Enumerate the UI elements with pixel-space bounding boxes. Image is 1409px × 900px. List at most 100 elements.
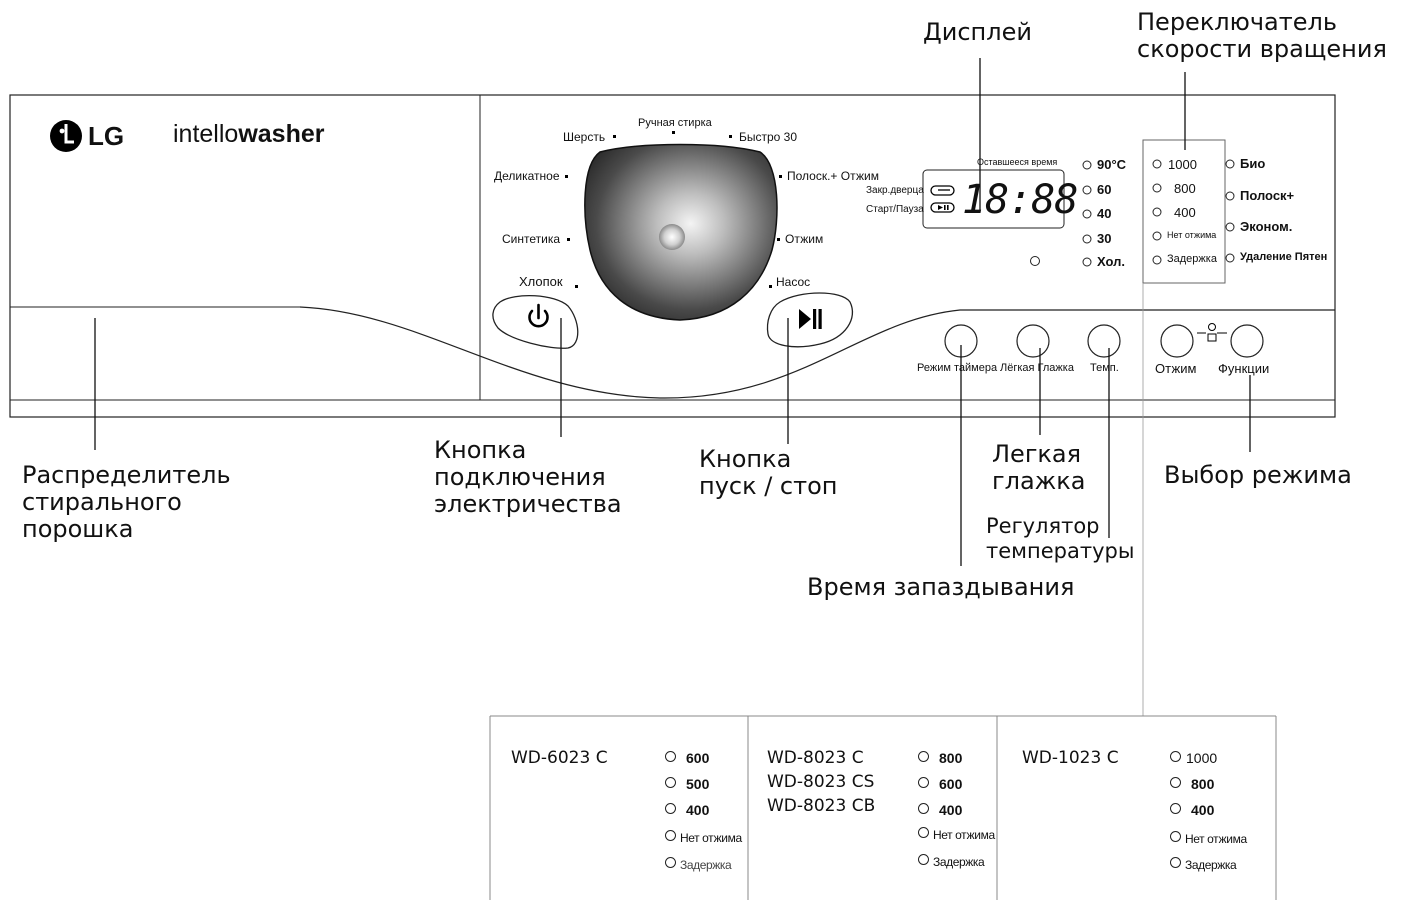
callout-start-stop: Кнопка пуск / стоп	[699, 446, 837, 500]
temp-40: 40	[1097, 206, 1112, 221]
easy-iron-button	[1016, 324, 1050, 358]
model-3-extra-1: Нет отжима	[1170, 831, 1247, 846]
program-cotton[interactable]: Хлопок	[519, 274, 563, 289]
program-quick30[interactable]: Быстро 30	[739, 130, 798, 144]
model-1-speed-1: 600	[665, 750, 709, 766]
knob-center	[659, 224, 685, 250]
model-2-speed-2: 600	[918, 776, 962, 792]
spin-speed-box	[1142, 139, 1226, 284]
callout-speed-switch-line1: Переключатель	[1137, 8, 1337, 36]
spin-1000: 1000	[1168, 157, 1197, 172]
spin-button-label[interactable]: Отжим	[1155, 361, 1197, 376]
power-icon	[528, 303, 549, 328]
model-2-name-1: WD-8023 C	[767, 748, 864, 768]
model-1-name: WD-6023 C	[511, 748, 608, 768]
spin-800: 800	[1174, 181, 1196, 196]
start-pause-small-icon	[930, 202, 955, 213]
logo-text: LG	[88, 121, 125, 151]
callout-power-line3: электричества	[434, 490, 622, 518]
program-delicate[interactable]: Деликатное	[494, 169, 560, 183]
functions-button	[1230, 324, 1264, 358]
program-synthetic[interactable]: Синтетика	[502, 232, 561, 246]
model-2-names: WD-8023 C WD-8023 CS WD-8023 CB	[767, 746, 875, 818]
easy-iron-button-label[interactable]: Лёгкая Глажка	[1000, 362, 1074, 374]
temp-30: 30	[1097, 231, 1112, 246]
model-1-names: WD-6023 C	[511, 746, 608, 770]
option-eco: Эконом.	[1240, 219, 1293, 234]
callout-powder-line2: стирального	[22, 488, 182, 516]
model-3-speed-2: 800	[1170, 776, 1214, 792]
model-2-extra-2: Задержка	[918, 854, 985, 869]
program-spin[interactable]: Отжим	[785, 232, 824, 246]
spin-no-spin: Нет отжима	[1167, 230, 1217, 240]
spin-button	[1160, 324, 1194, 358]
product-prefix: intello	[173, 120, 239, 148]
callout-powder-line1: Распределитель	[22, 461, 231, 489]
model-3-speed-1: 1000	[1170, 750, 1217, 766]
callout-temp-line2: температуры	[986, 539, 1135, 563]
callout-mode-select: Выбор режима	[1164, 461, 1352, 489]
program-hand-wash[interactable]: Ручная стирка	[638, 117, 712, 129]
temp-button-label[interactable]: Темп.	[1090, 362, 1119, 374]
door-lock-label: Закр.дверца	[866, 185, 924, 196]
model-2-name-2: WD-8023 CS	[767, 772, 875, 792]
spin-400: 400	[1174, 205, 1196, 220]
callout-delay-time: Время запаздывания	[807, 573, 1075, 601]
callout-easy-iron-line1: Легкая	[992, 440, 1082, 468]
child-lock-icon	[1197, 323, 1227, 342]
play-pause-icon	[799, 309, 822, 329]
functions-button-label[interactable]: Функции	[1218, 361, 1270, 376]
callout-temp-line1: Регулятор	[986, 514, 1100, 538]
product-suffix: washer	[238, 120, 325, 148]
power-button-shell	[492, 294, 579, 349]
display-box	[922, 169, 1065, 229]
lock-icon	[930, 185, 955, 196]
model-2-speed-1: 800	[918, 750, 962, 766]
start-pause-button-shell	[766, 292, 854, 348]
spin-delay: Задержка	[1167, 253, 1217, 265]
callout-temp-regulator: Регулятор температуры	[986, 514, 1134, 564]
option-bio: Био	[1240, 156, 1266, 171]
indicator-led	[1030, 256, 1040, 266]
callout-speed-switch-line2: скорости вращения	[1137, 35, 1387, 63]
product-name: intellowasher	[173, 120, 325, 149]
model-3-names: WD-1023 C	[1022, 746, 1119, 770]
model-3-speed-3: 400	[1170, 802, 1214, 818]
callout-power-button: Кнопка подключения электричества	[434, 437, 622, 518]
panel-outline	[9, 94, 1336, 418]
temp-90: 90°C	[1097, 157, 1127, 172]
temp-cold: Хол.	[1097, 254, 1125, 269]
panel-wave	[299, 306, 1335, 399]
callout-power-line1: Кнопка	[434, 436, 527, 464]
model-2-extra-1: Нет отжима	[918, 827, 995, 842]
option-stain-removal: Удаление Пятен	[1240, 251, 1328, 263]
program-wool[interactable]: Шерсть	[563, 130, 606, 144]
display-digits: 18:88	[962, 177, 1078, 223]
callout-start-stop-line1: Кнопка	[699, 445, 792, 473]
callout-power-line2: подключения	[434, 463, 606, 491]
model-1-speed-2: 500	[665, 776, 709, 792]
remaining-time-label: Оставшееся время	[977, 157, 1058, 167]
model-1-extra-2: Задержка	[665, 857, 732, 872]
model-3-name: WD-1023 C	[1022, 748, 1119, 768]
program-drain[interactable]: Насос	[776, 275, 811, 289]
callout-display: Дисплей	[923, 18, 1032, 46]
temp-button	[1087, 324, 1121, 358]
temp-60: 60	[1097, 182, 1112, 197]
program-rinse-spin[interactable]: Полоск.+ Отжим	[787, 169, 879, 183]
lg-logo-icon	[50, 120, 82, 152]
callout-speed-switch: Переключатель скорости вращения	[1137, 9, 1387, 63]
model-1-speed-3: 400	[665, 802, 709, 818]
callout-easy-iron: Легкая глажка	[992, 441, 1085, 495]
callout-powder-dispenser: Распределитель стирального порошка	[22, 462, 231, 543]
model-2-name-3: WD-8023 CB	[767, 796, 876, 816]
model-2-speed-3: 400	[918, 802, 962, 818]
model-3-extra-2: Задержка	[1170, 857, 1237, 872]
timer-button-label[interactable]: Режим таймера	[917, 362, 998, 374]
option-rinse-plus: Полоск+	[1240, 188, 1295, 203]
callout-powder-line3: порошка	[22, 515, 134, 543]
callout-easy-iron-line2: глажка	[992, 467, 1086, 495]
callout-start-stop-line2: пуск / стоп	[699, 472, 838, 500]
model-1-extra-1: Нет отжима	[665, 830, 742, 845]
start-pause-label: Старт/Пауза	[866, 204, 924, 215]
